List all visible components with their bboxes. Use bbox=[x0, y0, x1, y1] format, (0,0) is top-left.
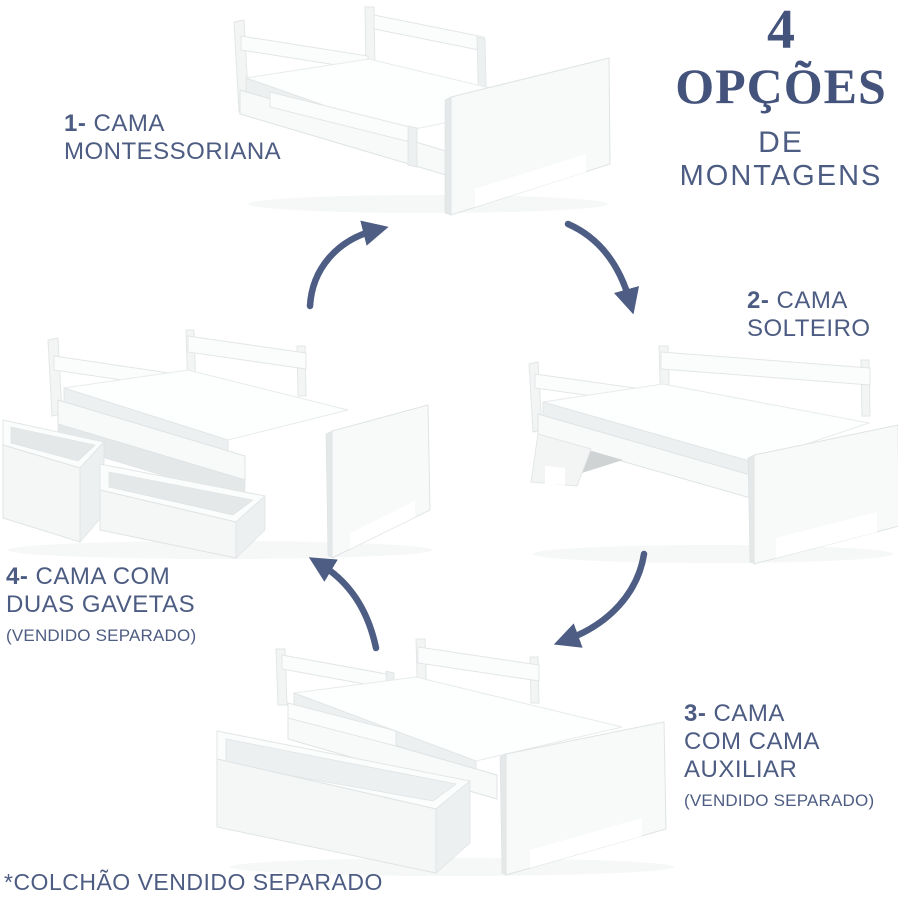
option-4-line-1: 4- CAMA COM bbox=[6, 563, 196, 591]
option-2-label: 2- CAMA SOLTEIRO bbox=[747, 287, 871, 343]
option-4-note: (VENDIDO SEPARADO) bbox=[6, 626, 197, 645]
option-4-label: 4- CAMA COM DUAS GAVETAS (VENDIDO SEPARA… bbox=[6, 563, 196, 650]
option-3-note: (VENDIDO SEPARADO) bbox=[684, 791, 875, 810]
option-3-label: 3- CAMA COM CAMA AUXILIAR (VENDIDO SEPAR… bbox=[684, 700, 874, 815]
title-headline: OPÇÕES bbox=[675, 58, 887, 114]
bed-4-duas-gavetas-illustration bbox=[2, 329, 432, 559]
option-4-text-1: CAMA COM bbox=[35, 563, 171, 590]
option-1-number: 1- bbox=[64, 110, 87, 137]
title-number: 4 bbox=[767, 0, 795, 61]
bed-3-cama-auxiliar-illustration bbox=[216, 638, 674, 876]
option-3-text-1: CAMA bbox=[713, 700, 785, 727]
option-2-line-1: 2- CAMA bbox=[747, 287, 871, 315]
option-3-line-1: 3- CAMA bbox=[684, 700, 874, 728]
option-2-line-2: SOLTEIRO bbox=[747, 315, 871, 342]
curved-arrow-up-right-icon bbox=[306, 220, 389, 310]
bed-2-solteiro-illustration bbox=[528, 345, 898, 565]
option-2-number: 2- bbox=[747, 287, 770, 314]
bed-1-montessoriana-illustration bbox=[233, 6, 611, 216]
curved-arrow-down-left-icon bbox=[553, 550, 648, 648]
title-sub-montagens: MONTAGENS bbox=[679, 159, 883, 192]
option-1-line-1: 1- CAMA bbox=[64, 110, 281, 138]
curved-arrow-up-left-icon bbox=[308, 557, 380, 652]
mattress-footnote: *COLCHÃO VENDIDO SEPARADO bbox=[4, 869, 383, 895]
option-3-number: 3- bbox=[684, 700, 707, 727]
option-1-label: 1- CAMA MONTESSORIANA bbox=[64, 110, 281, 166]
option-1-text-1: CAMA bbox=[93, 110, 165, 137]
title-sub-de: DE bbox=[758, 125, 804, 159]
option-3-line-3: AUXILIAR bbox=[684, 756, 798, 783]
option-1-line-2: MONTESSORIANA bbox=[64, 138, 282, 165]
option-4-number: 4- bbox=[6, 563, 29, 590]
title-block: 4 OPÇÕES DE MONTAGENS bbox=[664, 2, 898, 193]
option-2-text-1: CAMA bbox=[776, 287, 848, 314]
option-3-line-2: COM CAMA bbox=[684, 728, 820, 755]
curved-arrow-down-right-icon bbox=[564, 220, 640, 314]
option-4-line-2: DUAS GAVETAS bbox=[6, 591, 196, 618]
